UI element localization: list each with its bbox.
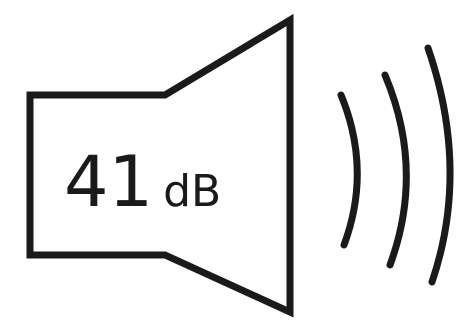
decibel-readout: 41 dB — [64, 141, 221, 223]
sound-wave-outer-icon — [424, 44, 454, 286]
sound-wave-inner-icon — [337, 91, 361, 249]
decibel-value: 41 — [64, 141, 153, 223]
sound-wave-middle-icon — [381, 71, 410, 269]
decibel-unit: dB — [163, 166, 221, 217]
speaker-body-icon — [26, 13, 294, 318]
